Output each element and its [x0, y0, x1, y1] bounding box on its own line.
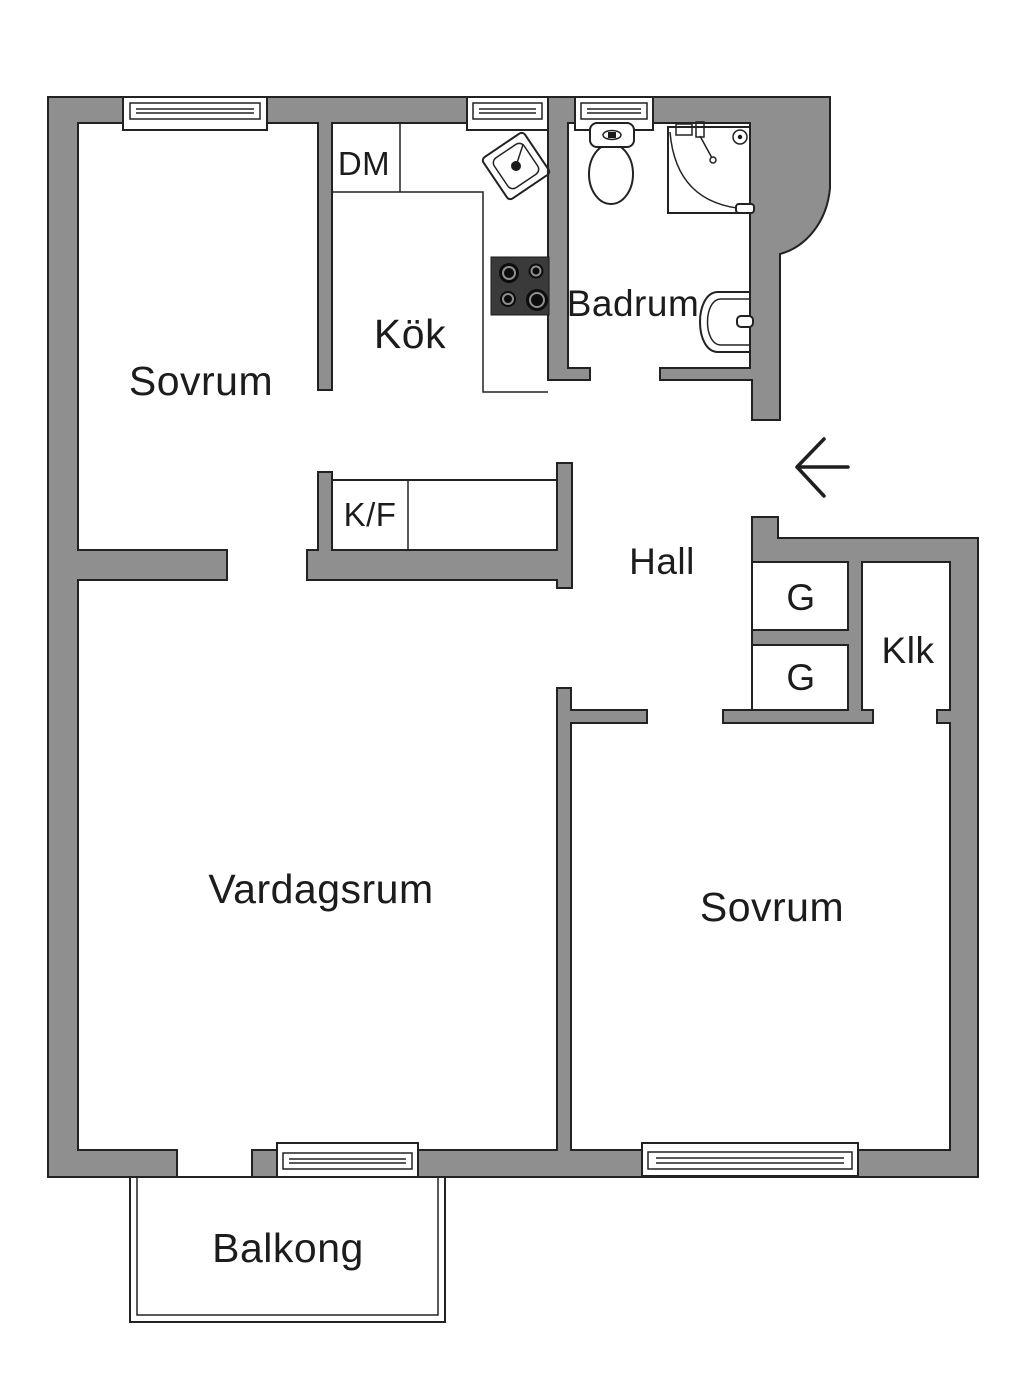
wardrobe-1 [751, 561, 849, 631]
shower [667, 121, 755, 214]
labels: Sovrum Kök Badrum Hall Vardagsrum Sovrum… [129, 145, 935, 1271]
room-label-klk: Klk [882, 630, 935, 671]
fixture-label-fridge-freezer: K/F [344, 496, 397, 533]
fixture-label-wardrobe2: G [786, 657, 815, 698]
fixture-label-dishwasher: DM [338, 145, 390, 182]
room-label-vardagsrum: Vardagsrum [208, 866, 433, 912]
windows [122, 96, 859, 1178]
window-sovrum2 [641, 1142, 859, 1177]
kitchen-sink [481, 131, 551, 201]
room-label-balkong: Balkong [212, 1225, 364, 1271]
kitchen-counter [332, 123, 548, 393]
wardrobe-2 [751, 644, 849, 711]
room-label-sovrum1: Sovrum [129, 358, 273, 404]
wall-main-upper [47, 96, 831, 1178]
fridge-freezer-cabinet [331, 479, 558, 551]
fixture-label-wardrobe1: G [786, 577, 815, 618]
room-label-badrum: Badrum [567, 283, 700, 324]
room-label-sovrum2: Sovrum [700, 884, 844, 930]
window-kok [466, 96, 549, 131]
window-sovrum1 [122, 96, 268, 131]
room-label-hall: Hall [629, 541, 695, 582]
stove [490, 256, 550, 316]
window-vardagsrum [276, 1142, 419, 1178]
room-label-kok: Kök [374, 311, 446, 357]
toilet [588, 122, 635, 205]
entrance-arrow-icon [795, 437, 850, 498]
balcony-outline [129, 1176, 446, 1323]
washbasin [699, 291, 754, 353]
wall-main-lower [251, 516, 979, 1178]
